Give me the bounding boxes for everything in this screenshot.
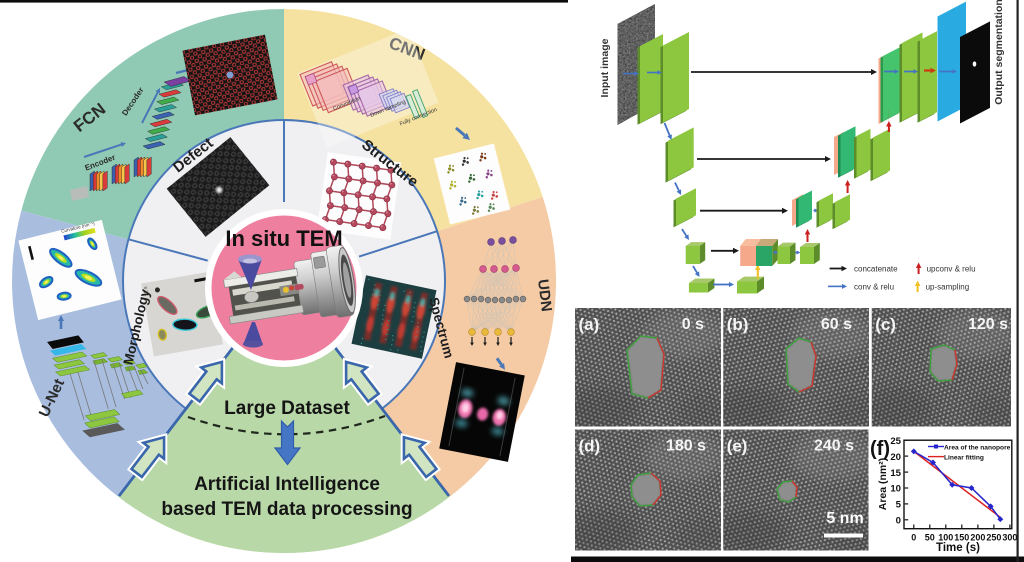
svg-text:150: 150	[954, 533, 969, 543]
svg-text:15: 15	[890, 468, 901, 479]
svg-text:120 s: 120 s	[968, 316, 1008, 333]
svg-text:based TEM data processing: based TEM data processing	[161, 499, 412, 520]
svg-text:200: 200	[970, 533, 985, 543]
svg-text:In situ TEM: In situ TEM	[225, 226, 342, 251]
svg-text:5 nm: 5 nm	[826, 510, 863, 527]
svg-text:5: 5	[896, 500, 902, 511]
svg-text:(c): (c)	[875, 315, 896, 334]
svg-text:50: 50	[925, 533, 935, 543]
svg-text:Output segmentation: Output segmentation	[993, 0, 1005, 105]
svg-text:up-sampling: up-sampling	[926, 283, 970, 292]
svg-text:concatenate: concatenate	[854, 265, 898, 274]
svg-text:Input image: Input image	[599, 38, 611, 97]
svg-text:10: 10	[890, 484, 901, 495]
svg-text:upconv & relu: upconv & relu	[927, 265, 976, 274]
svg-text:conv & relu: conv & relu	[854, 283, 894, 292]
svg-text:240 s: 240 s	[814, 438, 854, 455]
svg-text:300: 300	[1002, 533, 1017, 543]
svg-text:180 s: 180 s	[666, 438, 706, 455]
svg-text:(d): (d)	[579, 437, 601, 456]
svg-text:(e): (e)	[727, 437, 748, 456]
svg-text:100: 100	[938, 533, 953, 543]
svg-text:(f): (f)	[870, 438, 890, 460]
svg-text:Linear fitting: Linear fitting	[944, 454, 984, 461]
svg-text:20: 20	[890, 452, 901, 463]
svg-text:Large Dataset: Large Dataset	[224, 398, 350, 419]
svg-text:(a): (a)	[579, 315, 600, 334]
svg-text:25: 25	[890, 436, 901, 447]
svg-text:Artificial Intelligence: Artificial Intelligence	[194, 474, 380, 495]
svg-text:60 s: 60 s	[821, 316, 852, 333]
svg-text:Area (nm²): Area (nm²)	[877, 458, 889, 511]
svg-text:0: 0	[896, 516, 901, 527]
svg-text:Area of the nanopore: Area of the nanopore	[944, 444, 1011, 451]
svg-text:0: 0	[911, 533, 916, 543]
svg-text:250: 250	[986, 533, 1001, 543]
svg-text:(b): (b)	[727, 315, 749, 334]
svg-text:22 s: 22 s	[143, 285, 151, 296]
svg-text:0 s: 0 s	[682, 316, 704, 333]
svg-text:Time (s): Time (s)	[936, 542, 980, 554]
svg-text:UDN: UDN	[534, 278, 555, 312]
